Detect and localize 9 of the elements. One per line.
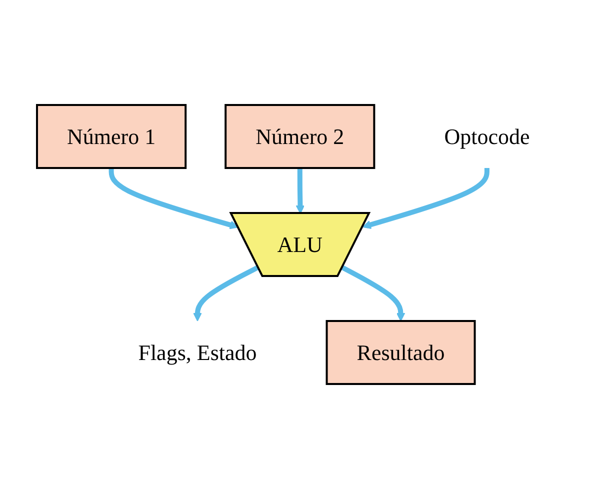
arrow — [340, 264, 405, 321]
arrow — [192, 264, 259, 321]
node-box: Número 2 — [224, 104, 375, 168]
node-text: Flags, Estado — [138, 340, 256, 364]
node-box: Resultado — [325, 320, 476, 384]
node-box: Número 1 — [36, 104, 186, 168]
node-text: Optocode — [444, 124, 530, 148]
arrow — [108, 168, 238, 229]
arrow — [295, 168, 304, 214]
